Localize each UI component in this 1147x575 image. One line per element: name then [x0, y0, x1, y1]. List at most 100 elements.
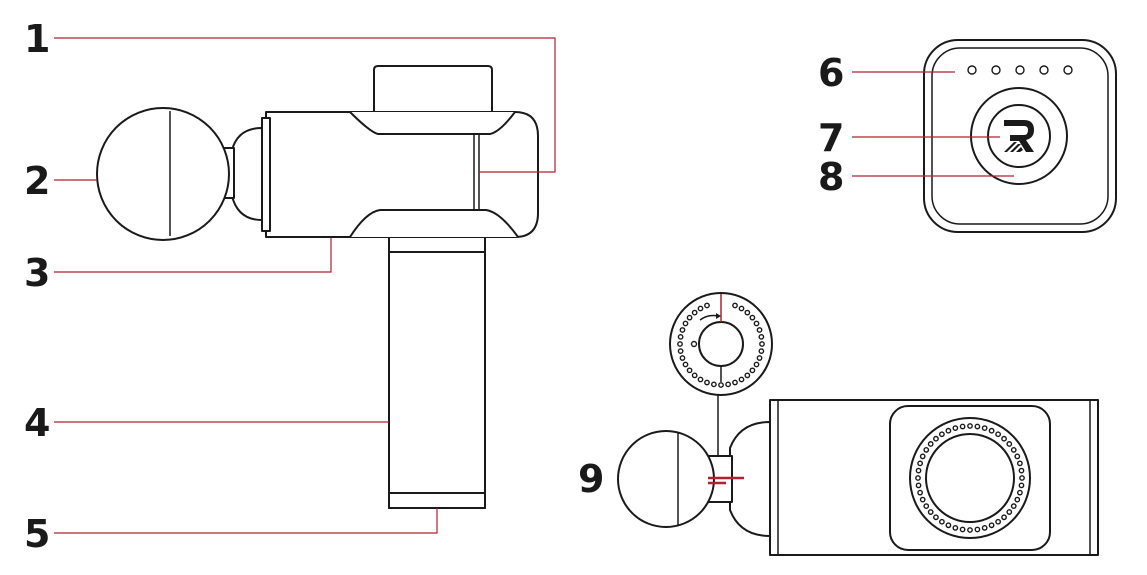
ring-dot	[938, 431, 945, 438]
control-panel-inner	[931, 47, 1109, 225]
ring-dot	[974, 526, 981, 533]
ring-dot	[758, 348, 765, 355]
ring-dot	[682, 320, 689, 327]
gun-handle-grip	[388, 251, 486, 509]
ring-dot	[697, 376, 704, 383]
ring-dot	[679, 355, 686, 361]
ring-dot	[915, 482, 922, 489]
ring-dot	[1001, 514, 1007, 521]
ring-dot	[677, 348, 684, 355]
ring-dot	[915, 467, 922, 474]
callout-labels: 1 2 3 4 5 6 7 8 9	[24, 17, 844, 556]
ring-dot	[974, 423, 981, 430]
ring-dot	[677, 341, 683, 347]
ring-dot	[753, 361, 760, 368]
gun-top-groove	[349, 111, 516, 135]
ring-dot	[710, 381, 717, 388]
led-indicator	[1015, 65, 1025, 75]
ring-dot	[959, 526, 966, 533]
ring-dot	[952, 425, 959, 432]
ring-dot	[749, 314, 756, 321]
ring-dot	[938, 518, 945, 525]
ring-dot	[725, 381, 732, 388]
control-panel	[923, 39, 1117, 233]
ring-dot	[1019, 475, 1025, 481]
massage-gun-top-view	[617, 292, 1099, 556]
massage-gun-side-view	[96, 65, 539, 509]
ring-dot	[749, 367, 756, 374]
leader-5	[54, 508, 438, 534]
ring-dot	[1014, 453, 1021, 460]
ring-dot	[1010, 446, 1017, 453]
ring-dot	[756, 327, 763, 333]
ring-dot	[738, 376, 745, 383]
led-indicator	[1063, 65, 1073, 75]
ring-dot	[759, 341, 765, 347]
ring-dot	[923, 446, 930, 453]
top-view-neck-cup	[729, 421, 771, 537]
top-view-vent-center	[925, 433, 1015, 523]
ring-dot	[1014, 496, 1021, 503]
ring-dot	[732, 379, 738, 386]
ring-dot	[744, 309, 751, 316]
ring-dot	[923, 503, 930, 510]
ring-dot	[758, 333, 765, 340]
gun-top-handle	[373, 65, 493, 113]
leader-lines	[54, 37, 1014, 534]
ring-dot	[1018, 467, 1025, 474]
ring-dot	[677, 333, 684, 340]
callout-6: 6	[818, 51, 844, 95]
callout-1: 1	[24, 17, 50, 61]
ring-dot	[744, 372, 751, 379]
leader-1	[54, 37, 556, 173]
ring-dot	[704, 302, 710, 309]
ring-dot	[927, 509, 934, 515]
callout-8: 8	[818, 155, 844, 199]
ring-dot	[933, 514, 939, 521]
ring-dot	[753, 320, 760, 327]
vent-dot-ring	[915, 423, 1025, 533]
ring-dot	[952, 524, 959, 531]
ring-dot	[1018, 482, 1025, 489]
callout-2: 2	[24, 159, 50, 203]
ring-dot	[679, 327, 686, 333]
ring-dot	[967, 423, 973, 429]
ring-dot	[945, 522, 952, 529]
attachment-dial-detail	[669, 292, 773, 396]
ring-dot	[1006, 441, 1013, 447]
gun-neck-cup	[231, 127, 263, 221]
top-view-ball-attachment	[617, 430, 715, 528]
callout-7: 7	[818, 116, 844, 160]
led-indicator	[1039, 65, 1049, 75]
ring-dot	[945, 427, 952, 434]
ring-dot	[686, 314, 693, 321]
ring-dot	[917, 489, 924, 496]
callout-3: 3	[24, 251, 50, 295]
ring-dot	[981, 425, 988, 432]
callout-9: 9	[578, 457, 604, 501]
r-logo-icon	[1004, 120, 1034, 152]
gun-body	[265, 111, 539, 238]
led-indicator	[967, 65, 977, 75]
ring-dot	[919, 496, 926, 503]
dial-inner	[698, 321, 744, 367]
ring-dot	[732, 302, 738, 309]
leader-3	[54, 238, 332, 273]
ring-dot	[995, 431, 1002, 438]
ring-dot	[1016, 489, 1023, 496]
led-indicator	[991, 65, 1001, 75]
ring-dot	[1006, 509, 1013, 515]
ring-dot	[927, 441, 934, 447]
gun-front-collar	[261, 117, 271, 232]
ring-dot	[704, 379, 710, 386]
ring-dot	[981, 524, 988, 531]
ring-dot	[1001, 435, 1007, 442]
gun-handle-base	[388, 492, 486, 509]
callout-5: 5	[24, 512, 50, 556]
ring-dot	[686, 367, 693, 374]
ring-dot	[756, 355, 763, 361]
ring-dot	[691, 372, 698, 379]
ring-dot	[718, 382, 724, 388]
ring-dot	[967, 527, 973, 533]
